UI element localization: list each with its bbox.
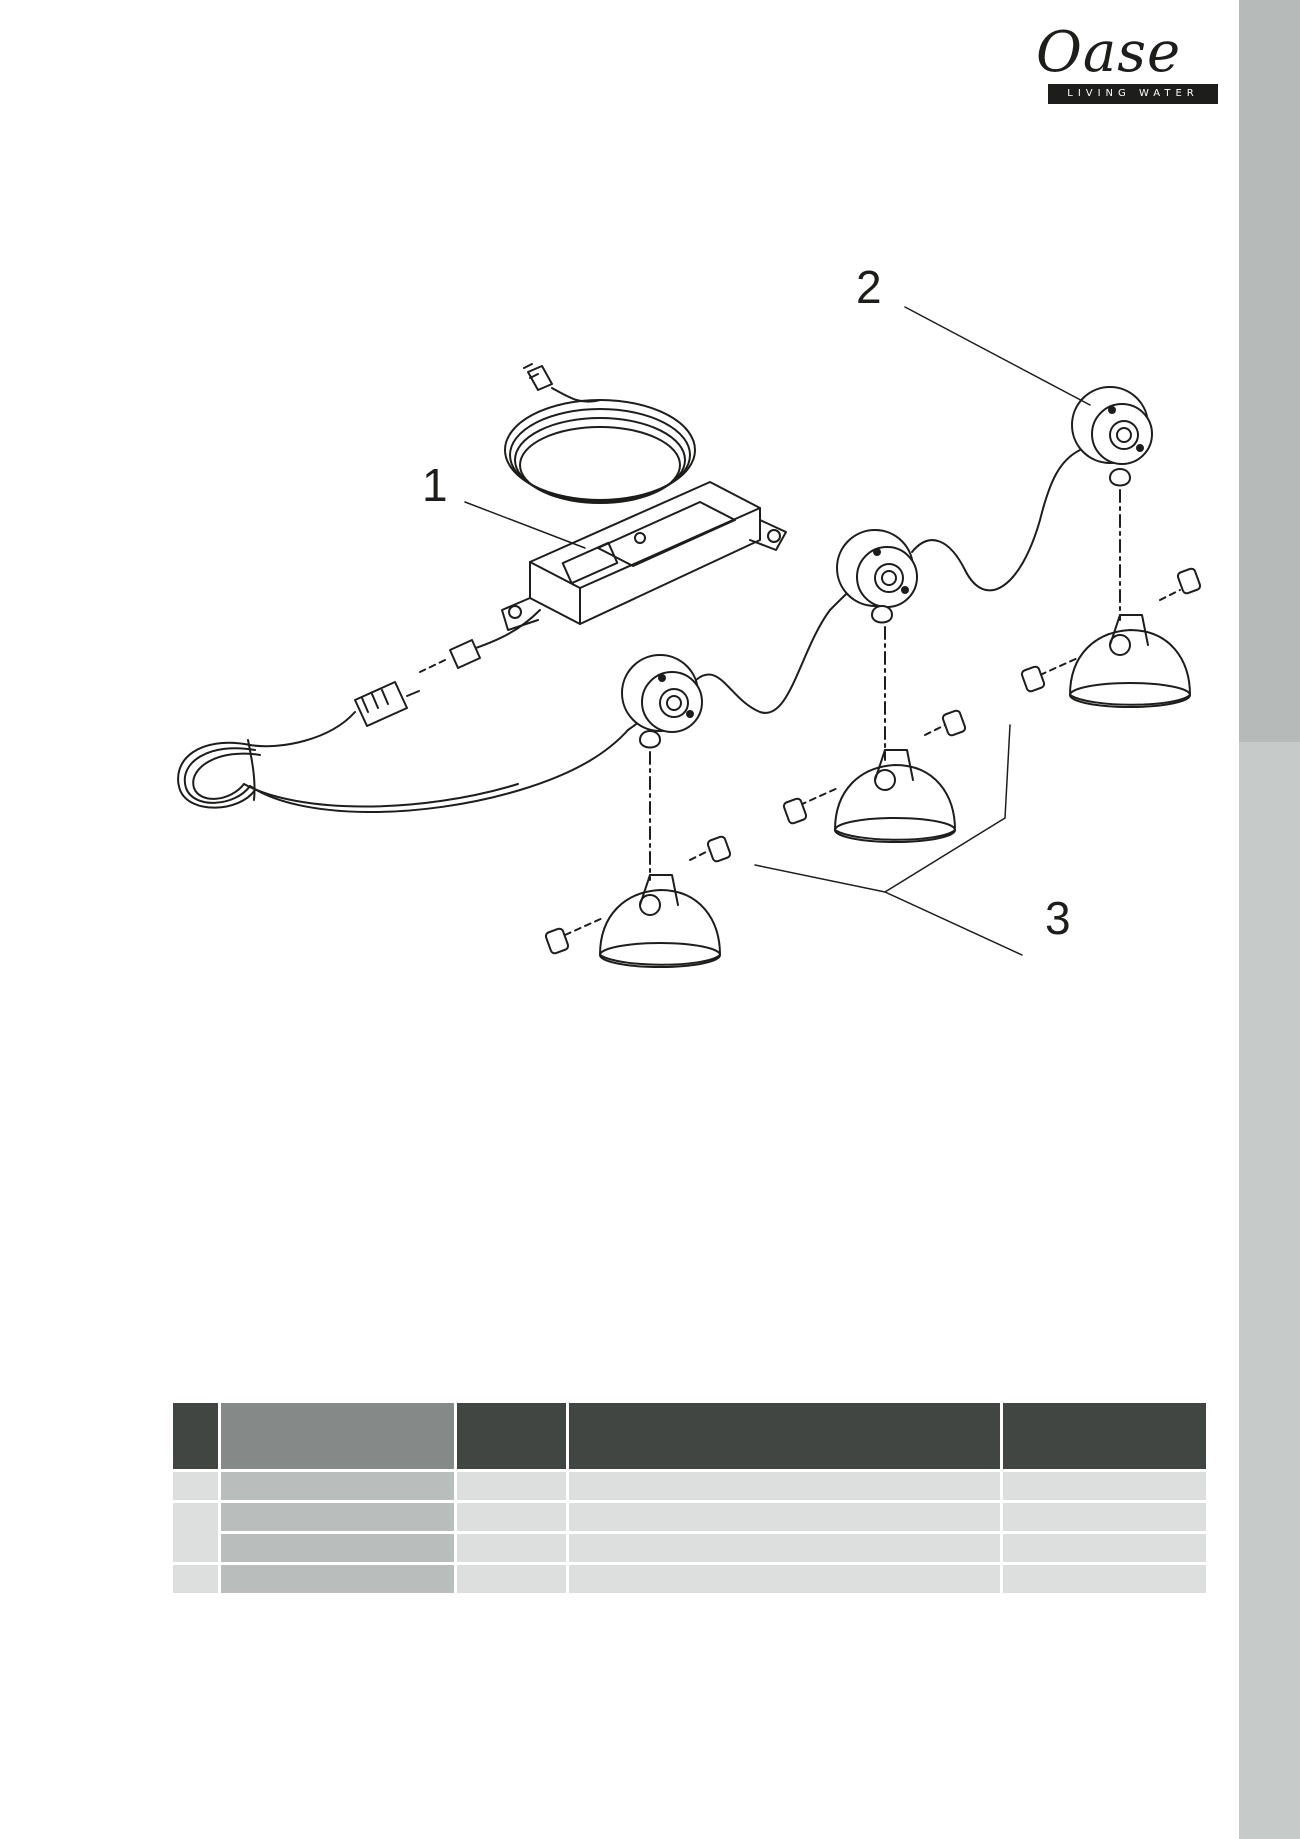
table-cell <box>454 1500 569 1534</box>
header-cell-qty <box>454 1400 569 1472</box>
spotlight-2-icon <box>829 449 1081 624</box>
side-tab-bar-top <box>1239 0 1300 742</box>
brand-logo-word: Oase <box>1036 20 1182 85</box>
callout-label-1: 1 <box>422 459 448 511</box>
table-cell <box>454 1469 569 1503</box>
table-cell <box>170 1562 221 1596</box>
coiled-cable-icon <box>504 399 696 504</box>
callout-label-2: 2 <box>856 261 882 313</box>
header-cell-article <box>1000 1400 1209 1472</box>
side-tab-bar-bottom <box>1239 742 1300 1839</box>
product-exploded-drawing <box>177 306 1202 968</box>
spotlight-3-icon <box>1071 386 1153 487</box>
table-cell <box>454 1562 569 1596</box>
table-cell <box>1000 1562 1209 1596</box>
table-cell <box>218 1500 457 1534</box>
table-cell <box>566 1531 1003 1565</box>
spotlight-1-icon <box>621 609 831 749</box>
header-cell-description <box>566 1400 1003 1472</box>
brand-logo-tagline: LIVING WATER <box>1048 84 1218 104</box>
parts-table-header <box>170 1400 1209 1472</box>
table-row <box>172 1531 1209 1565</box>
table-cell <box>170 1469 221 1503</box>
table-row <box>170 1500 1209 1565</box>
table-row <box>170 1469 1209 1503</box>
table-cell <box>218 1531 457 1565</box>
table-cell <box>1000 1469 1209 1503</box>
header-cell-number <box>170 1400 221 1472</box>
power-plug-icon <box>523 363 601 403</box>
table-cell <box>1000 1500 1209 1534</box>
mounting-base-2-icon <box>782 626 967 843</box>
brand-logo: Oase LIVING WATER <box>1030 22 1220 106</box>
table-cell <box>454 1531 569 1565</box>
table-cell <box>566 1469 1003 1503</box>
table-cell <box>218 1562 457 1596</box>
connector-plug-icon <box>249 609 541 748</box>
table-cell <box>170 1500 221 1565</box>
table-cell <box>566 1562 1003 1596</box>
transformer-box-icon <box>501 481 787 631</box>
table-cell <box>566 1500 1003 1534</box>
parts-table <box>170 1400 1209 1596</box>
flat-cable-bundle-icon <box>177 729 629 814</box>
table-cell <box>218 1469 457 1503</box>
callout-label-3: 3 <box>1045 892 1071 944</box>
mounting-base-1-icon <box>544 751 732 968</box>
mounting-base-3-icon <box>1020 489 1202 708</box>
table-row <box>170 1562 1209 1596</box>
table-cell <box>1000 1531 1209 1565</box>
header-cell-name <box>218 1400 457 1472</box>
callout-leader-lines <box>464 306 1091 956</box>
